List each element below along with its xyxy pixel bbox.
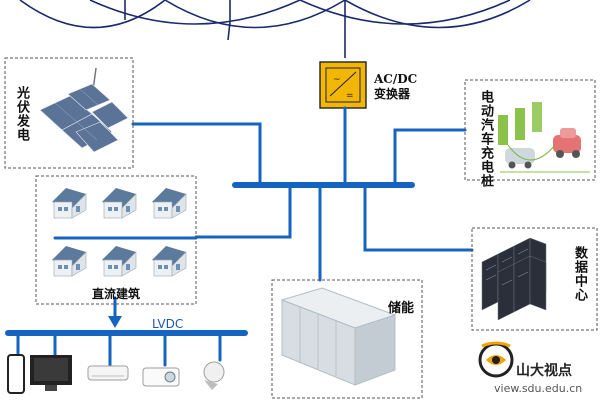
ev-label: 电动汽车充电桩 [478, 90, 493, 188]
dc-building-label: 直流建筑 [92, 287, 141, 301]
converter-label: AC/DC 变换器 [374, 72, 417, 102]
house-icon [152, 246, 187, 277]
house-icon [52, 246, 87, 277]
server-rack-icon [481, 237, 547, 321]
svg-text:~: ~ [333, 75, 341, 85]
sdu-logo-icon [478, 341, 514, 378]
house-icon [102, 246, 137, 277]
house-icon [52, 188, 87, 219]
appliance-icons [7, 354, 225, 394]
converter-label-line2: 变换器 [374, 87, 411, 101]
watermark-url: view.sdu.edu.cn [494, 382, 583, 395]
pv-label: 光伏发电 [14, 86, 29, 142]
solar-panel-icon [39, 67, 129, 153]
lvdc-label: LVDC [152, 317, 184, 331]
ev-box [464, 79, 596, 181]
converter-label-line1: AC/DC [374, 72, 418, 86]
storage-label: 储能 [388, 301, 415, 316]
watermark-brand: 山大视点 [516, 363, 572, 379]
house-icon [102, 188, 137, 219]
storage-box [271, 279, 423, 399]
dc-bus-lines [5, 106, 474, 367]
dc-building-box [35, 175, 197, 305]
datacenter-box [471, 227, 598, 331]
ac-grid-wires [19, 0, 531, 58]
acdc-converter-icon: ~ = [319, 61, 367, 109]
ev-charger-icon [498, 102, 590, 173]
pv-box [4, 57, 134, 169]
datacenter-label: 数据中心 [572, 246, 587, 302]
lvdc-arrow-icon [108, 316, 122, 328]
house-icons [52, 188, 187, 277]
battery-storage-icon [280, 287, 397, 386]
house-icon [152, 188, 187, 219]
svg-text:=: = [346, 91, 354, 101]
